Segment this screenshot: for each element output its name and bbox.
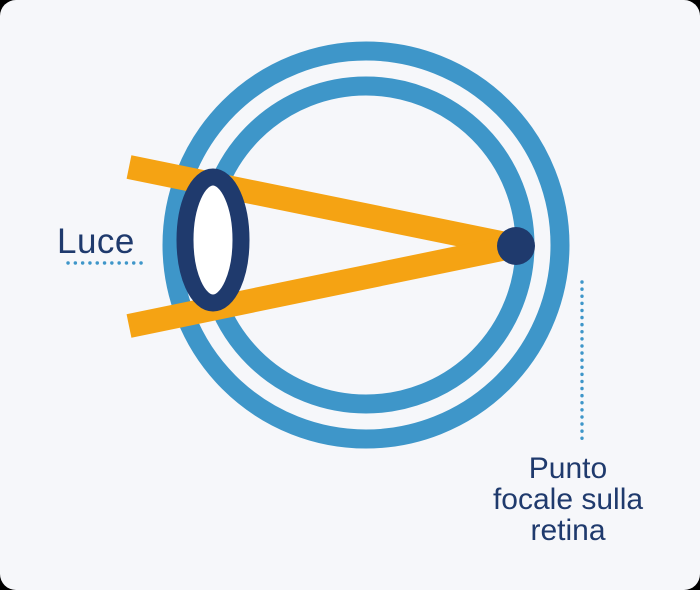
focal-point-label-line3: retina bbox=[530, 514, 606, 547]
focal-point-label-line2: focale sulla bbox=[492, 483, 644, 516]
focal-point-label: Punto focale sulla retina bbox=[458, 453, 678, 546]
focal-point-label-line1: Punto bbox=[528, 452, 608, 485]
focal-point-dot bbox=[497, 227, 535, 265]
light-label: Luce bbox=[57, 222, 135, 261]
eye-outer-ring bbox=[162, 41, 570, 449]
light-ray-bottom bbox=[126, 234, 519, 338]
eye-lens bbox=[176, 168, 250, 312]
